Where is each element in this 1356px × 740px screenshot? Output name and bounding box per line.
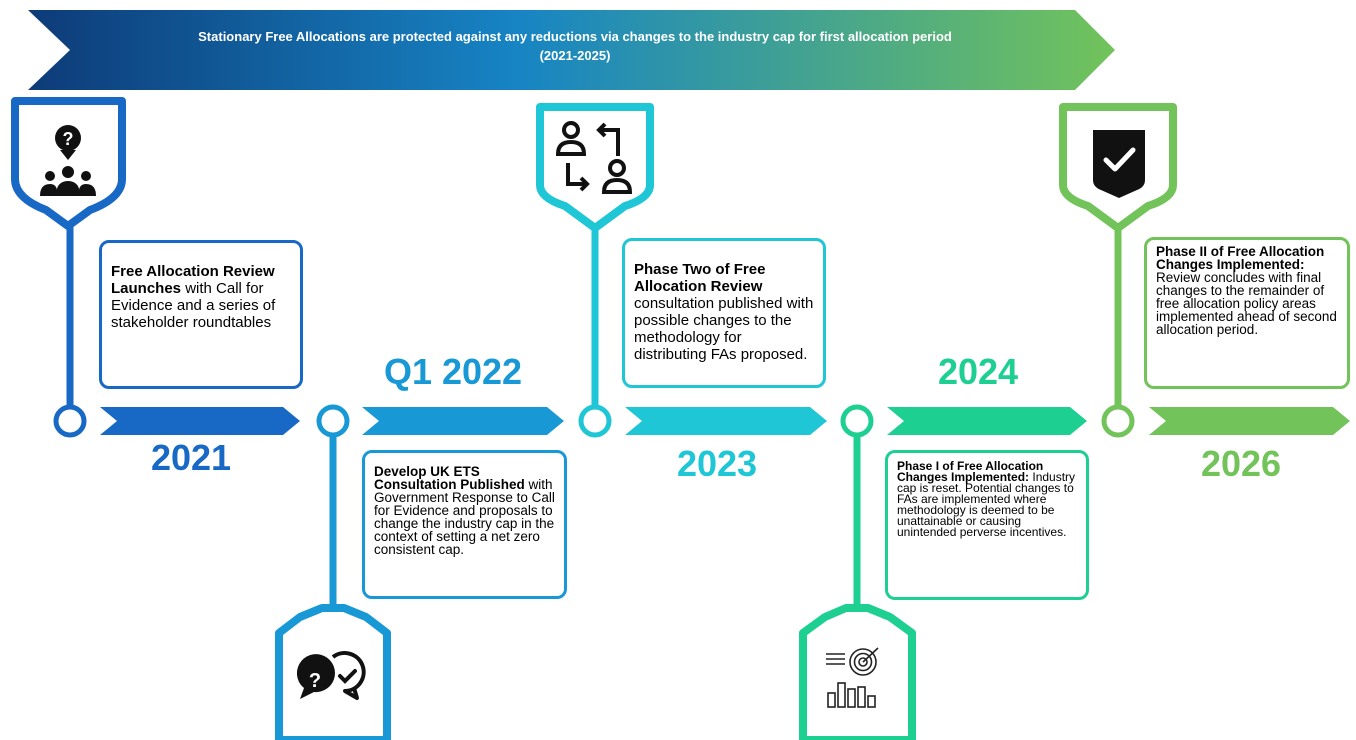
badge-2021: ? xyxy=(11,97,126,230)
arrow-segment-q1-2022 xyxy=(362,407,564,435)
node-2021 xyxy=(53,404,87,438)
year-label-2021: 2021 xyxy=(150,437,232,478)
milestone-text: with Call for Evidence and a series of s… xyxy=(111,280,276,331)
arrow-segment-2023 xyxy=(625,407,827,435)
milestone-title: Phase II of Free Allocation Changes Impl… xyxy=(1156,244,1325,272)
banner-arrow xyxy=(28,10,1115,90)
arrow-segment-2026 xyxy=(1149,407,1350,435)
milestone-text: consultation published with possible cha… xyxy=(634,295,814,363)
badge-2023 xyxy=(536,103,654,232)
milestone-box-q1-2022: Develop UK ETS Consultation Published wi… xyxy=(362,450,567,599)
badge-2026 xyxy=(1059,103,1177,232)
milestone-title: Phase Two of Free Allocation Review xyxy=(634,261,766,295)
arrow-segment-2024 xyxy=(887,407,1087,435)
question-people-icon: ? xyxy=(40,125,96,196)
year-label-2023: 2023 xyxy=(676,443,758,484)
year-label-2024: 2024 xyxy=(937,351,1019,392)
banner-line-2: (2021-2025) xyxy=(539,48,611,63)
target-chart-icon xyxy=(826,647,879,708)
milestone-text: with Government Response to Call for Evi… xyxy=(374,477,555,557)
badge-2024 xyxy=(799,604,916,740)
shield-check-icon xyxy=(1093,130,1145,198)
milestone-box-2026: Phase II of Free Allocation Changes Impl… xyxy=(1144,237,1350,389)
people-exchange-icon xyxy=(555,121,633,194)
question-check-chat-icon: ? xyxy=(296,651,366,700)
milestone-title: Phase I of Free Allocation Changes Imple… xyxy=(897,459,1044,484)
banner-title: Stationary Free Allocations are protecte… xyxy=(70,27,1080,65)
banner-line-1: Stationary Free Allocations are protecte… xyxy=(198,29,952,44)
milestone-box-2024: Phase I of Free Allocation Changes Imple… xyxy=(885,450,1089,600)
node-2026 xyxy=(1101,404,1135,438)
milestone-title: Develop UK ETS Consultation Published xyxy=(374,464,525,492)
svg-text:?: ? xyxy=(63,129,74,149)
milestone-text: Review concludes with final changes to t… xyxy=(1156,270,1337,337)
milestone-box-2021: Free Allocation Review Launches with Cal… xyxy=(99,240,303,389)
year-label-2026: 2026 xyxy=(1200,443,1282,484)
year-label-q1-2022: Q1 2022 xyxy=(383,351,523,392)
node-2024 xyxy=(840,404,874,438)
node-q1-2022 xyxy=(316,404,350,438)
node-2023 xyxy=(578,404,612,438)
milestone-box-2023: Phase Two of Free Allocation Review cons… xyxy=(622,238,826,388)
arrow-segment-2021 xyxy=(100,407,300,435)
milestone-title: Free Allocation Review Launches xyxy=(111,263,275,297)
svg-text:?: ? xyxy=(309,670,321,692)
milestone-text: Industry cap is reset. Potential changes… xyxy=(897,470,1076,539)
badge-q1-2022: ? xyxy=(275,604,391,740)
